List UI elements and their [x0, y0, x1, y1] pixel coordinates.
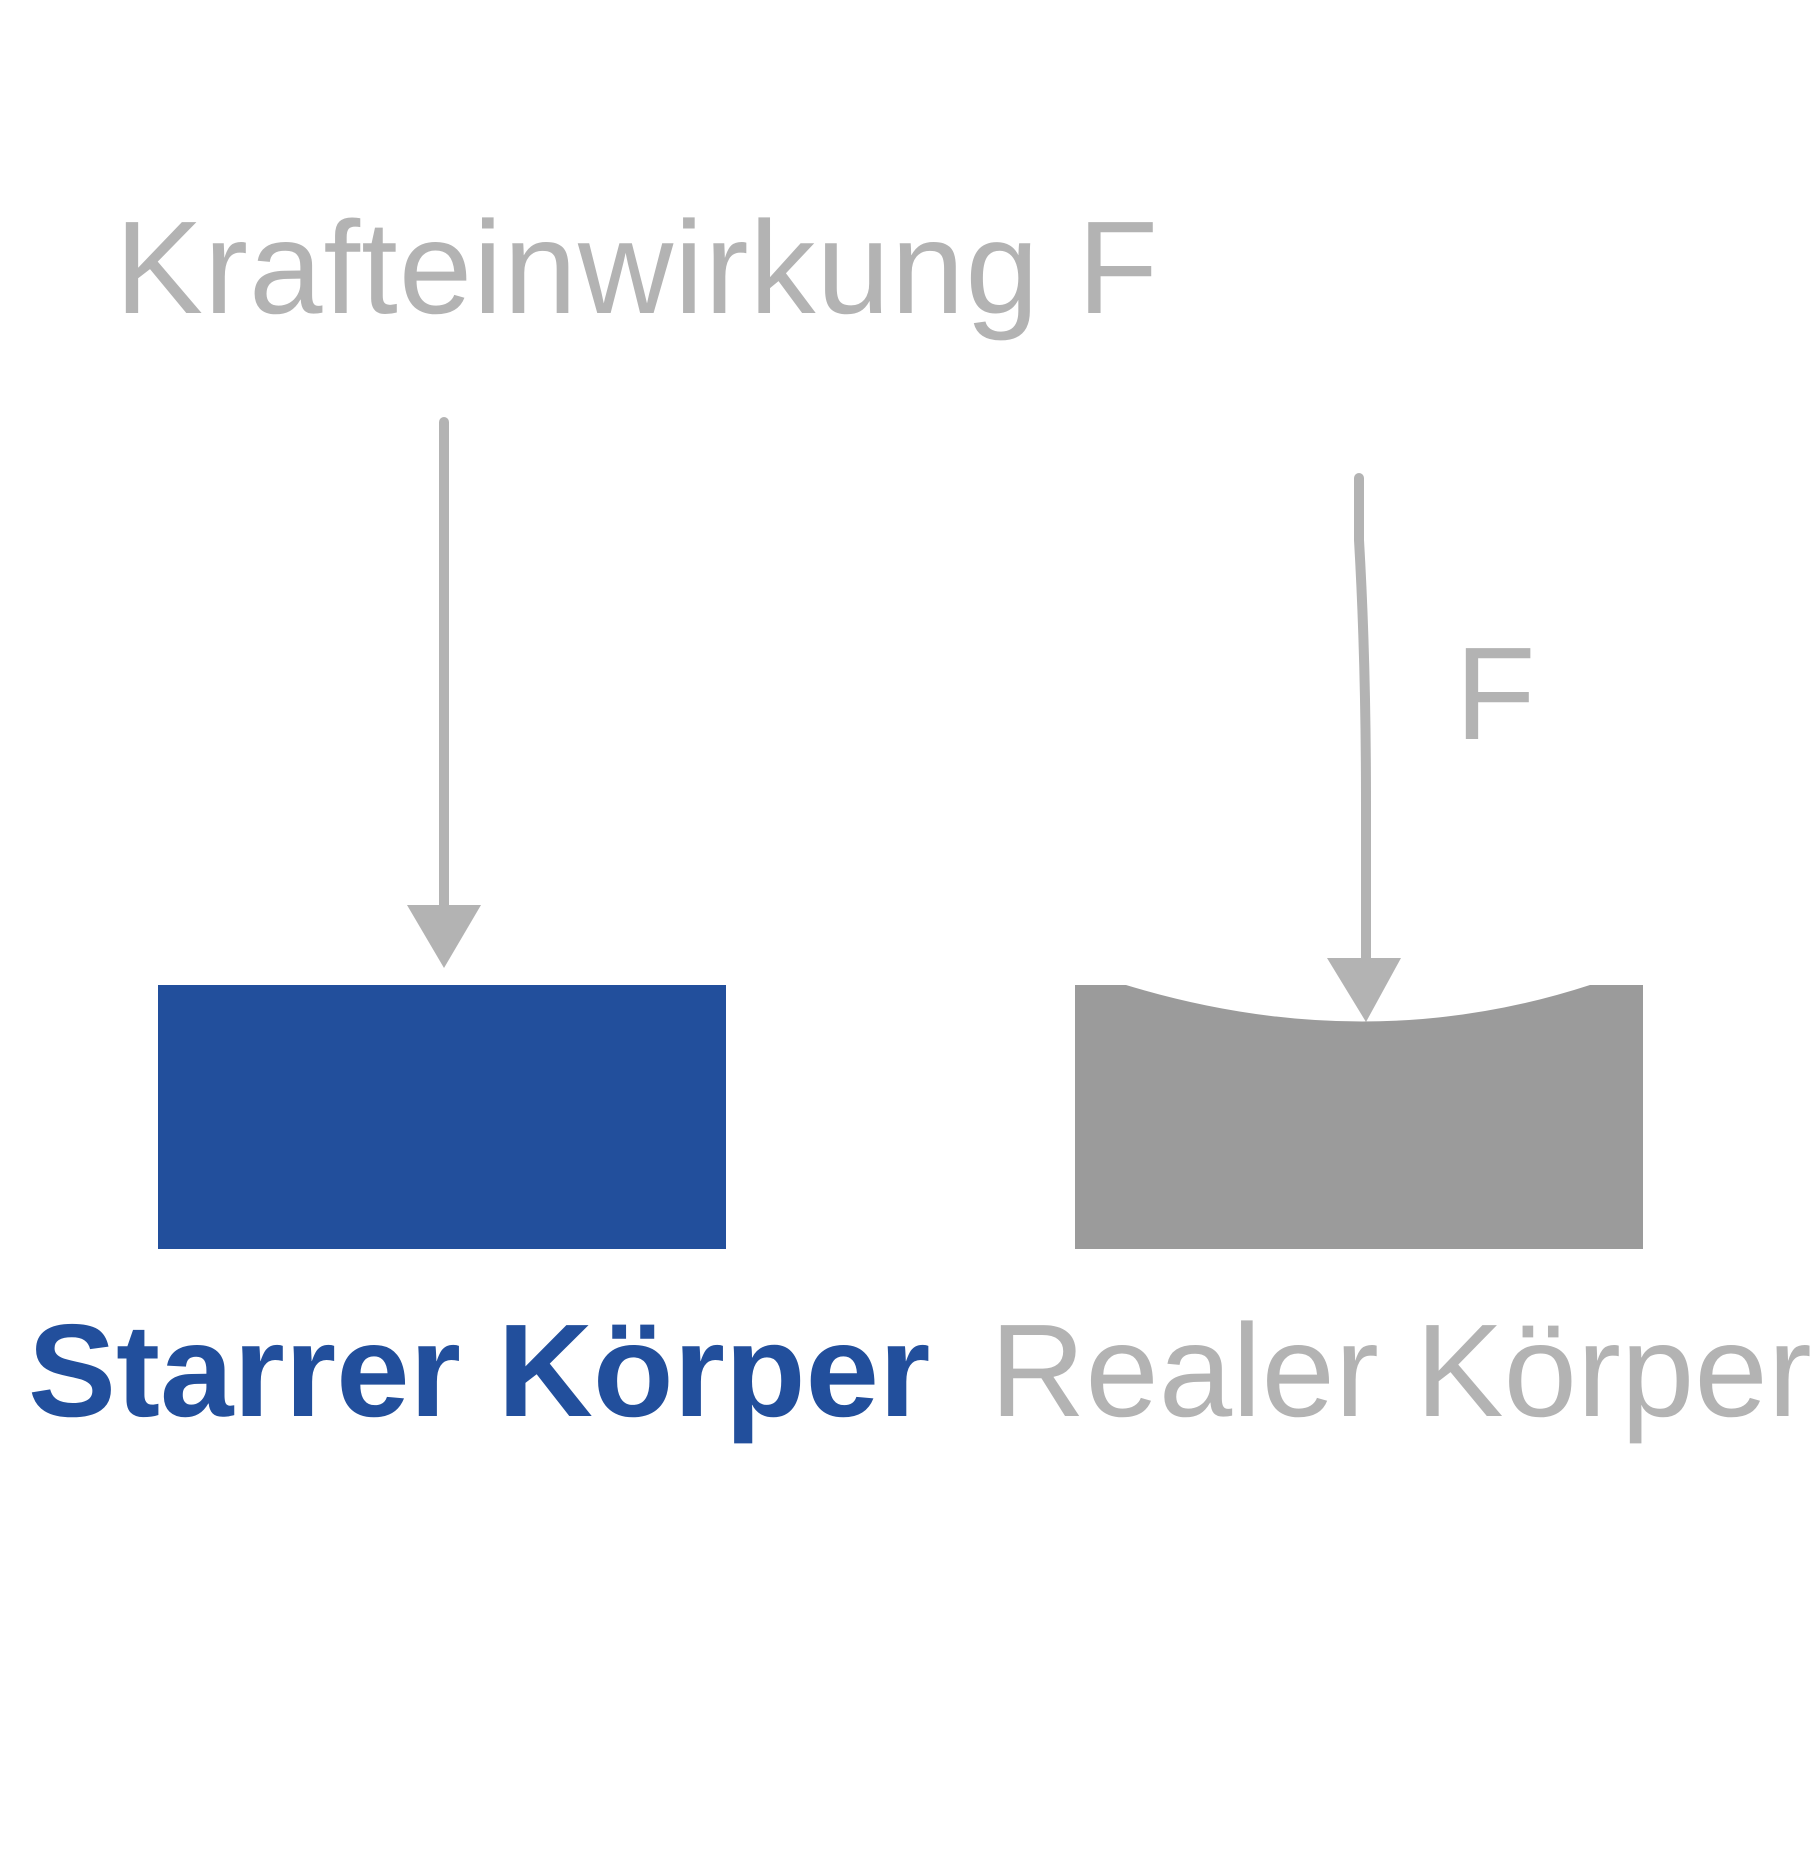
rigid-body-block	[158, 985, 726, 1249]
force-arrow-real-head	[1327, 958, 1401, 1022]
real-body-block	[1075, 985, 1643, 1249]
force-title: Krafteinwirkung F	[115, 194, 1160, 341]
real-body-label: Realer Körper	[990, 1297, 1812, 1444]
force-arrow-real	[1327, 473, 1401, 1022]
force-arrow-rigid	[407, 417, 481, 968]
force-arrow-rigid-head	[407, 905, 481, 968]
force-label: F	[1455, 620, 1536, 767]
force-arrow-real-shaft	[1354, 473, 1371, 970]
rigid-body-label: Starrer Körper	[28, 1297, 931, 1444]
